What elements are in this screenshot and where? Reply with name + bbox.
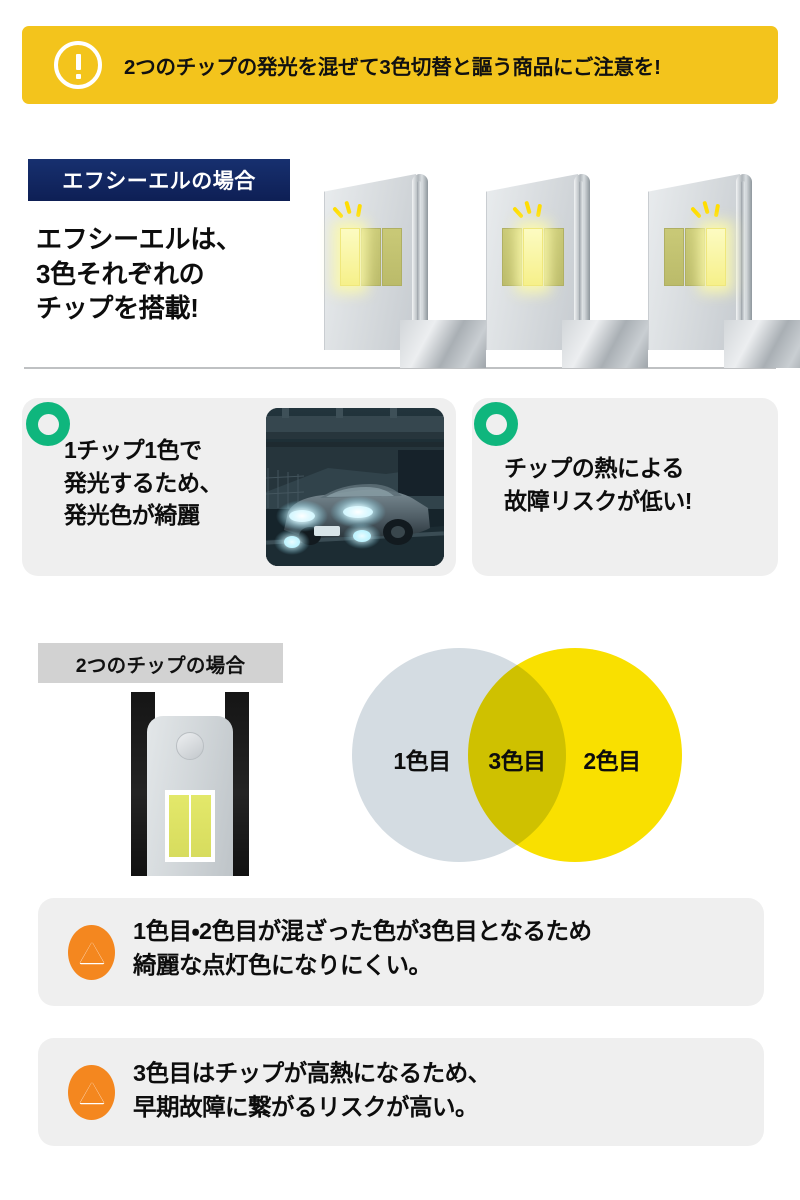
bulb-chip-2	[190, 795, 211, 857]
green-circle-icon	[26, 402, 70, 446]
led-chip-group	[502, 228, 564, 286]
feature-1-line-2: 発光するため、	[64, 469, 223, 496]
feature-2-line-2: 故障リスクが低い!	[504, 487, 693, 514]
led-chip-lit	[706, 228, 726, 286]
section-tag-fcl-label: エフシーエルの場合	[62, 170, 256, 193]
bulb-chip-1	[169, 795, 190, 857]
warning-card-1: 1色目・2色目が混ざった色が3色目となるため 綺麗な点灯色になりにくい。	[38, 898, 764, 1006]
bulb-screw-dot	[176, 732, 204, 760]
led-chip	[664, 228, 684, 286]
led-chip	[382, 228, 402, 286]
feature-card-2: チップの熱による 故障リスクが低い!	[472, 398, 778, 576]
warning-1-line-2: 綺麗な点灯色になりにくい。	[133, 951, 432, 978]
warning-card-2-text: 3色目はチップが高熱になるため、 早期故障に繋がるリスクが高い。	[133, 1057, 491, 1124]
glow-spark-icon	[690, 198, 726, 224]
led-chip-group	[340, 228, 402, 286]
warning-triangle-icon	[68, 1065, 115, 1120]
fcl-heading-line-3: チップを搭載!	[36, 293, 199, 324]
bulb-chip-group	[169, 795, 211, 857]
led-board-base	[562, 320, 648, 368]
led-board-3	[640, 168, 800, 370]
warning-triangle-icon	[68, 925, 115, 980]
venn-circle-color-2	[468, 648, 682, 862]
venn-label-color-1: 1色目	[393, 748, 451, 774]
led-board-base	[400, 320, 486, 368]
led-chip-group	[664, 228, 726, 286]
warning-card-2: 3色目はチップが高熱になるため、 早期故障に繋がるリスクが高い。	[38, 1038, 764, 1146]
bulb-chip-substrate	[165, 790, 215, 862]
bulb-body	[147, 716, 233, 876]
venn-diagram: 1色目 3色目 2色目	[352, 648, 682, 862]
warning-card-1-text: 1色目・2色目が混ざった色が3色目となるため 綺麗な点灯色になりにくい。	[133, 915, 592, 982]
led-chip	[502, 228, 522, 286]
led-chip	[685, 228, 705, 286]
section-tag-two-chip-label: 2つのチップの場合	[75, 654, 246, 677]
led-chip-lit	[340, 228, 360, 286]
car-night-photo	[266, 408, 444, 566]
led-bulb-two-chip	[131, 692, 249, 876]
led-chip	[544, 228, 564, 286]
section-tag-two-chip: 2つのチップの場合	[38, 643, 283, 683]
section-tag-fcl: エフシーエルの場合	[28, 159, 290, 201]
feature-1-line-1: 1チップ1色で	[64, 437, 202, 463]
feature-card-2-text: チップの熱による 故障リスクが低い!	[504, 452, 692, 517]
fcl-heading-line-1: エフシーエルは、	[36, 224, 242, 254]
led-board-base	[724, 320, 800, 368]
led-chip-lit	[523, 228, 543, 286]
venn-label-color-2: 2色目	[583, 748, 641, 774]
feature-card-1-text: 1チップ1色で 発光するため、 発光色が綺麗	[64, 434, 223, 532]
led-board-rail	[736, 174, 752, 350]
venn-label-color-3: 3色目	[488, 748, 546, 774]
feature-card-1: 1チップ1色で 発光するため、 発光色が綺麗	[22, 398, 456, 576]
fcl-heading-line-2: 3色それぞれの	[36, 258, 205, 289]
exclamation-circle-icon	[54, 41, 102, 89]
warning-2-line-2: 早期故障に繋がるリスクが高い。	[133, 1093, 478, 1120]
ground-line	[24, 367, 776, 369]
led-board-rail	[412, 174, 428, 350]
feature-1-line-3: 発光色が綺麗	[64, 502, 200, 529]
banner-text: 2つのチップの発光を混ぜて3色切替と謳う商品にご注意を!	[124, 56, 661, 79]
top-warning-banner: 2つのチップの発光を混ぜて3色切替と謳う商品にご注意を!	[22, 26, 778, 104]
led-chip	[361, 228, 381, 286]
feature-2-line-1: チップの熱による	[504, 455, 685, 481]
warning-1-line-1: 1色目・2色目が混ざった色が3色目となるため	[133, 918, 592, 944]
led-board-rail	[574, 174, 590, 350]
warning-2-line-1: 3色目はチップが高熱になるため、	[133, 1060, 491, 1086]
green-circle-icon	[474, 402, 518, 446]
led-board-1	[316, 168, 486, 370]
fcl-heading: エフシーエルは、 3色それぞれの チップを搭載!	[36, 222, 242, 326]
glow-spark-icon	[512, 198, 548, 224]
led-board-2	[478, 168, 648, 370]
glow-spark-icon	[332, 198, 368, 224]
